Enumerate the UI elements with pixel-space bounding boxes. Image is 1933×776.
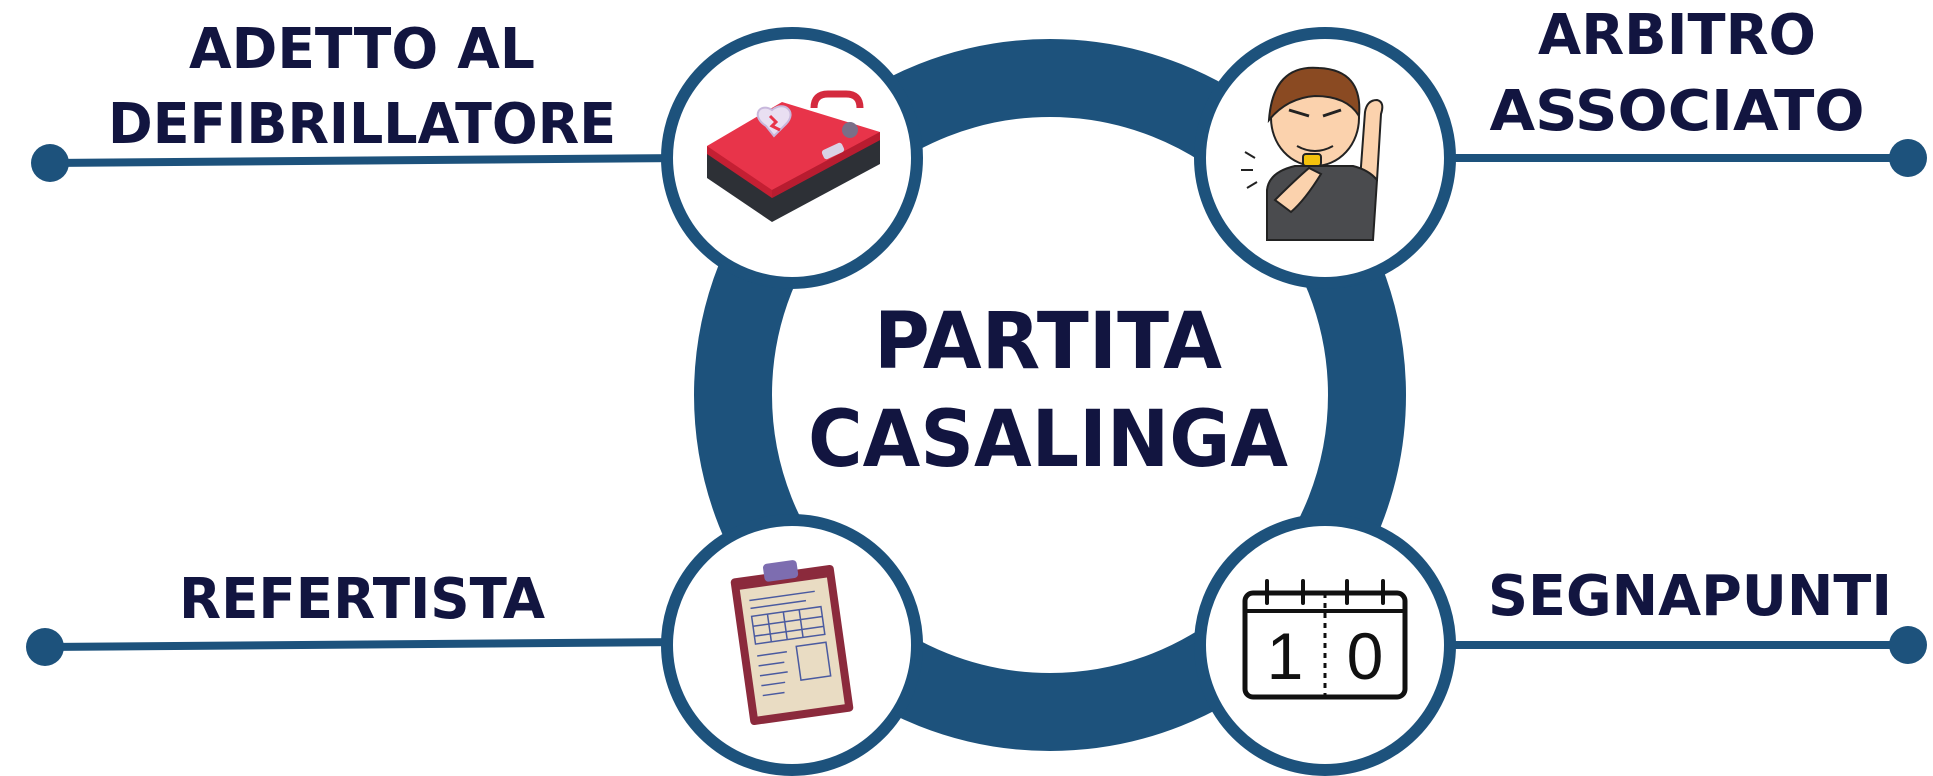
- label-top-left-line1: ADETTO AL: [189, 17, 535, 82]
- connector-top-left: [31, 144, 691, 182]
- label-bottom-left: REFERTISTA: [179, 567, 546, 632]
- central-ring: [694, 39, 1406, 751]
- score-left: 1: [1267, 619, 1304, 693]
- referee-whistle-icon: [1241, 66, 1384, 241]
- clipboard-scoresheet-icon: [730, 560, 854, 725]
- connector-bottom-left: [26, 628, 691, 666]
- label-top-left-line2: DEFIBRILLATORE: [108, 92, 616, 157]
- label-top-right-line1: ARBITRO: [1538, 3, 1816, 68]
- connector-bottom-right: [1410, 626, 1927, 664]
- center-title-line1: PARTITA: [874, 297, 1222, 387]
- flip-scoreboard-icon: 1 0: [1242, 579, 1408, 700]
- score-right: 0: [1347, 619, 1384, 693]
- connector-top-right: [1410, 139, 1927, 177]
- center-title-line2: CASALINGA: [808, 395, 1288, 485]
- defibrillator-icon: [707, 90, 880, 222]
- label-bottom-right: SEGNAPUNTI: [1488, 564, 1892, 629]
- label-top-right-line2: ASSOCIATO: [1490, 79, 1865, 144]
